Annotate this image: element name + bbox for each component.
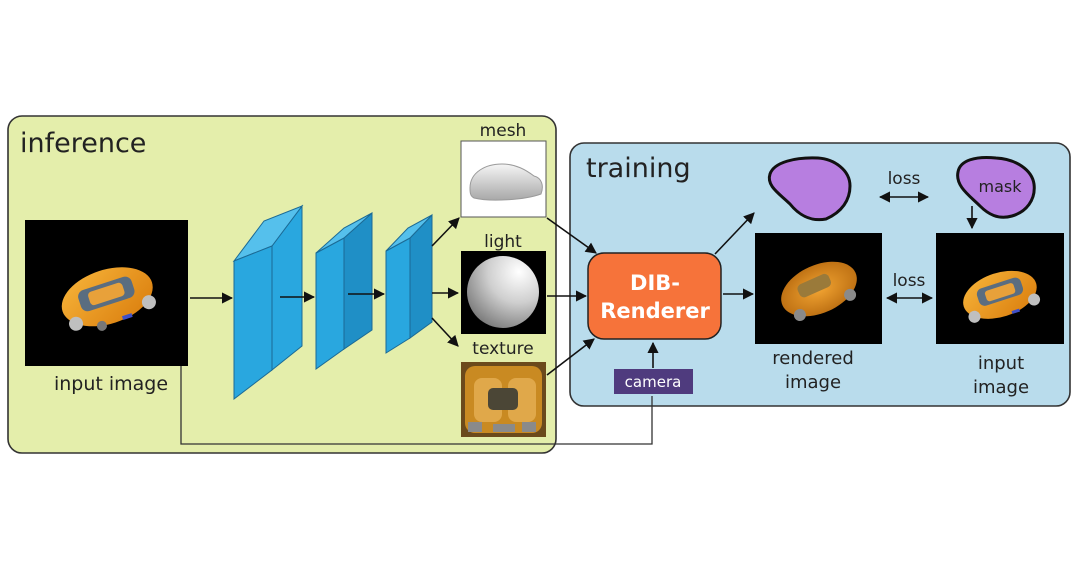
light-label: light: [484, 232, 522, 252]
rendered-image-label-line2: image: [785, 372, 841, 393]
texture-map-icon: [465, 366, 542, 433]
light-output-box: [461, 251, 546, 334]
dib-renderer-box: DIB- Renderer: [587, 252, 722, 340]
arrow-encoder-to-mesh: [431, 217, 460, 247]
input-image-thumbnail: [25, 220, 188, 366]
target-image-label-line1: input: [978, 353, 1024, 374]
texture-output-box: [461, 362, 546, 437]
mask-label: mask: [979, 177, 1023, 196]
encoder-layer-1: [232, 204, 304, 401]
arrow-encoder-to-texture: [431, 317, 459, 347]
arrow-renderer-to-silhouette: [714, 212, 755, 255]
input-image-label: input image: [54, 373, 168, 395]
texture-label: texture: [472, 339, 533, 359]
rendered-image-thumbnail: [755, 233, 882, 344]
mesh-label: mesh: [480, 121, 527, 141]
mask-loss-label: loss: [888, 169, 921, 189]
input-to-camera-connector: [180, 366, 653, 445]
rendered-image-label-line1: rendered: [772, 348, 854, 369]
encoder-layer-3: [385, 213, 433, 354]
mask-silhouette-icon: [956, 156, 1036, 219]
camera-box: camera: [614, 369, 693, 394]
encoder-layer-2: [315, 211, 373, 370]
renderer-label-line1: DIB-: [630, 271, 680, 295]
training-title: training: [586, 153, 691, 184]
rendered-car-icon: [781, 261, 857, 322]
target-image-label-line2: image: [973, 377, 1029, 398]
arrow-mesh-to-renderer: [546, 217, 597, 254]
arrow-texture-to-renderer: [546, 338, 595, 376]
target-image-thumbnail: [936, 233, 1064, 344]
image-loss-label: loss: [893, 271, 926, 291]
sphere-icon: [467, 256, 539, 328]
car-icon: [61, 267, 156, 331]
silhouette-blob-icon: [767, 156, 852, 222]
inference-title: inference: [20, 128, 146, 159]
car-mesh-icon: [469, 163, 543, 201]
mesh-output-box: [460, 140, 547, 218]
ground-truth-mask: mask: [956, 156, 1036, 219]
camera-label: camera: [625, 373, 682, 391]
target-car-icon: [963, 270, 1041, 323]
renderer-label-line2: Renderer: [600, 299, 710, 323]
